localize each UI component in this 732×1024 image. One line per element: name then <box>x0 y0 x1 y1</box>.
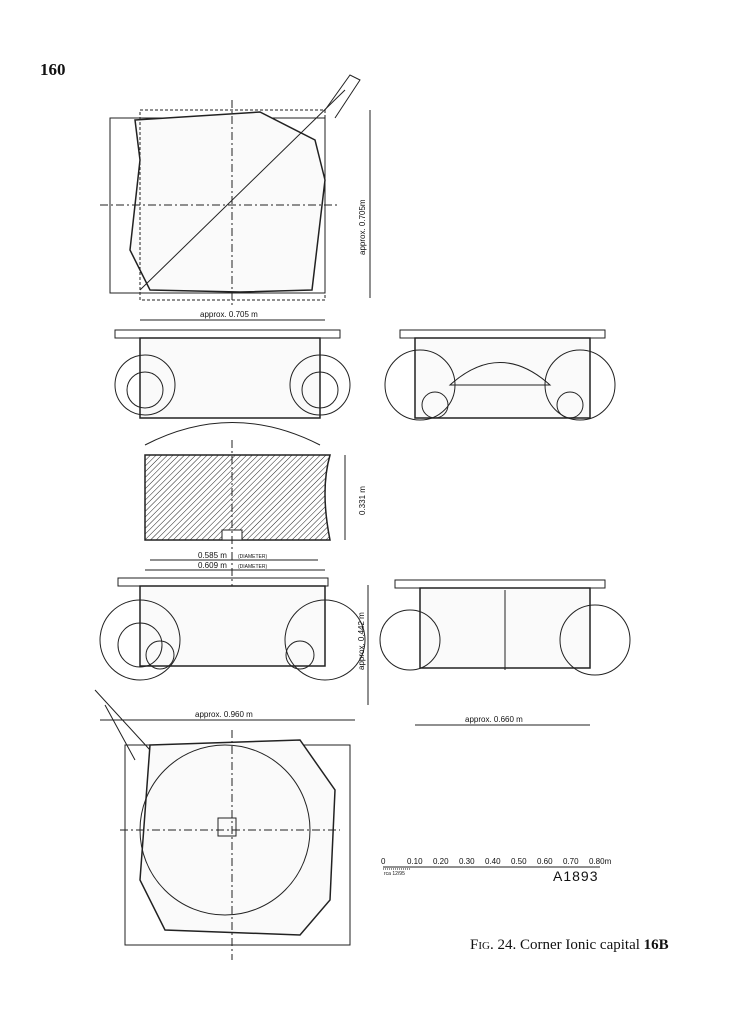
scale-ticks: 0 0.10 0.20 0.30 0.40 0.50 0.60 0.70 0.8… <box>381 857 612 866</box>
scale-tick: 0 <box>381 857 386 866</box>
scale-bar <box>383 866 600 870</box>
lower-front-elevation <box>99 577 369 721</box>
caption-text: Corner Ionic capital <box>519 937 640 953</box>
dim-elevation-width: approx. 0.960 m <box>195 710 253 719</box>
bottom-plan-view <box>94 689 351 960</box>
caption-bold: 16B <box>643 937 669 953</box>
page-number: 160 <box>40 60 66 79</box>
scale-tick: 0.20 <box>433 857 449 866</box>
figure-caption: Fig. 24. Corner Ionic capital 16B <box>470 937 669 954</box>
caption-prefix: Fig. 24. <box>470 937 517 953</box>
top-plan-view <box>100 74 361 305</box>
diameter-note-upper: (DIAMETER) <box>238 564 268 570</box>
dim-diameter-upper: 0.609 m <box>198 561 227 570</box>
scale-tick: 0.80m <box>589 857 612 866</box>
inventory-number: A1893 <box>553 868 598 884</box>
dim-elevation-height: approx. 0.442 m <box>357 612 366 670</box>
scale-tick: 0.40 <box>485 857 501 866</box>
dim-section-height: 0.331 m <box>358 486 367 515</box>
front-elevation <box>114 329 351 446</box>
dim-diameter-lower: 0.585 m <box>198 551 227 560</box>
scale-tick: 0.30 <box>459 857 475 866</box>
dim-side-width: approx. 0.660 m <box>465 715 523 724</box>
scale-tick: 0.60 <box>537 857 553 866</box>
dim-top-height: approx. 0.705m <box>358 199 367 255</box>
diameter-note-lower: (DIAMETER) <box>238 554 268 560</box>
scale-tick: 0.70 <box>563 857 579 866</box>
lower-side-elevation <box>379 579 631 726</box>
drafter-signature: rca 12/95 <box>384 871 405 877</box>
scale-tick: 0.50 <box>511 857 527 866</box>
dim-top-width: approx. 0.705 m <box>200 310 258 319</box>
scale-tick: 0.10 <box>407 857 423 866</box>
side-elevation <box>384 329 616 421</box>
section-view <box>144 440 346 600</box>
